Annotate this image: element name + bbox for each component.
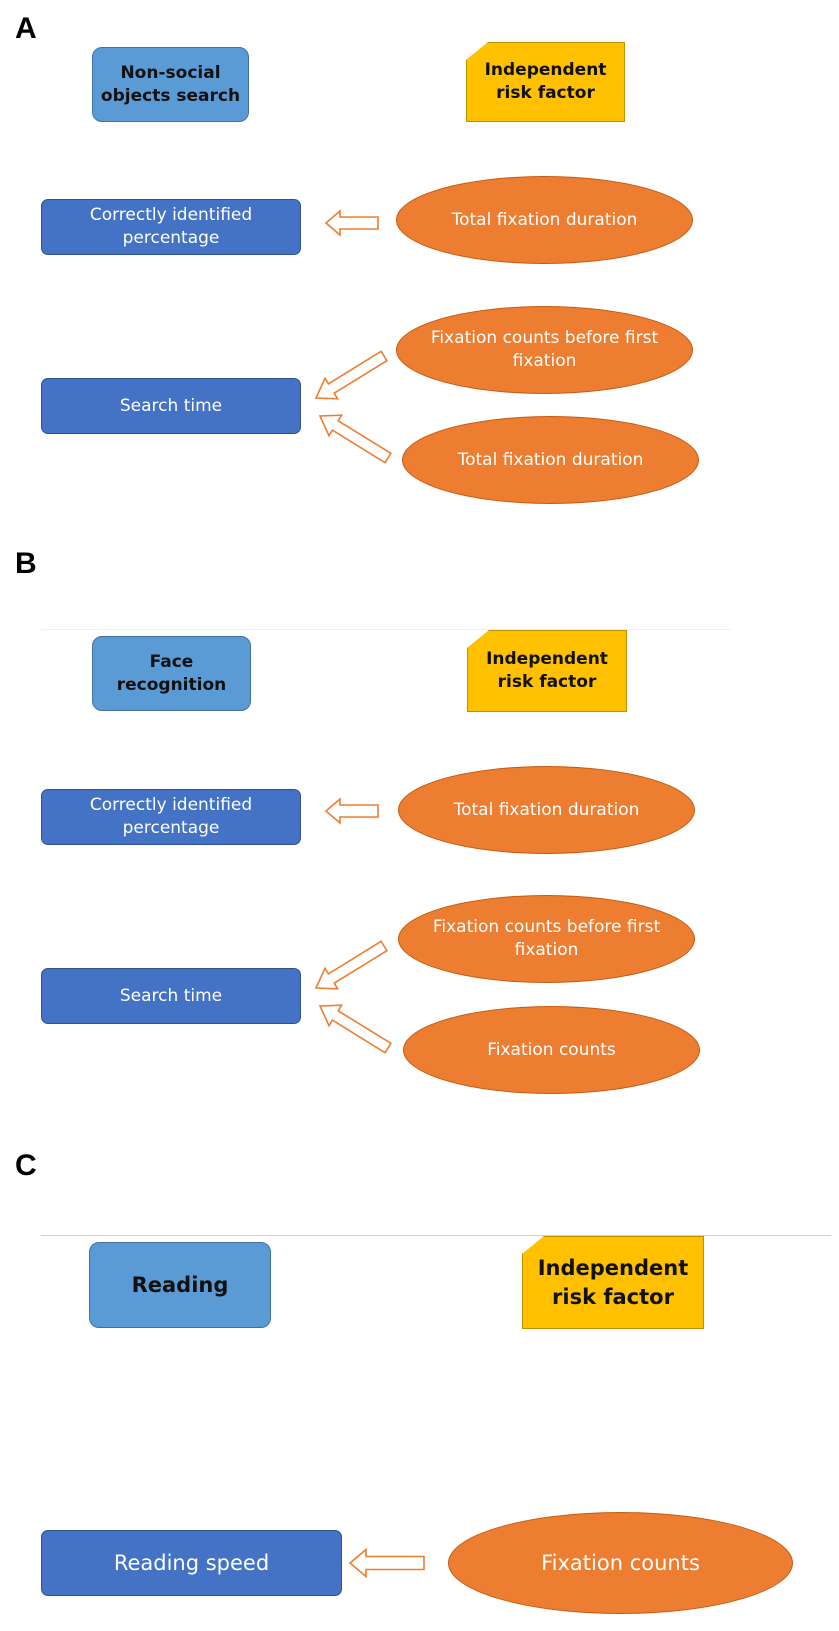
panel-b-arrow-fixations-to-search [318,1004,393,1054]
panel-b-divider [41,629,731,630]
panel-a-label: A [15,12,37,45]
panel-b-arrow-counts-to-search [314,940,389,990]
panel-a-outcome-search-time: Search time [41,378,301,434]
panel-c-arrow-fixations-to-speed [348,1547,425,1579]
panel-c-label: C [15,1149,37,1182]
panel-b-outcome-search-time: Search time [41,968,301,1024]
panel-a-factor-total-duration: Total fixation duration [396,176,693,264]
panel-b-outcome-correct: Correctly identified percentage [41,789,301,845]
panel-c-divider [41,1235,831,1236]
panel-a-task-box: Non-social objects search [92,47,249,122]
panel-a-risk-label: Independent risk factor [466,42,625,122]
panel-b-arrow-duration-to-correct [324,797,379,825]
panel-b-label: B [15,547,37,580]
panel-a-factor-total-duration-2: Total fixation duration [402,416,699,504]
panel-a-arrow-counts-to-search [314,350,389,400]
panel-b-factor-counts-before-first: Fixation counts before first fixation [398,895,695,983]
panel-b-task-box: Face recognition [92,636,251,711]
panel-c-outcome-reading-speed: Reading speed [41,1530,342,1596]
panel-a-arrow-duration-to-correct [324,209,379,237]
panel-b-risk-label: Independent risk factor [467,630,627,712]
panel-b-factor-total-duration: Total fixation duration [398,766,695,854]
panel-a-arrow-duration-to-search [318,414,393,464]
panel-c-task-box: Reading [89,1242,271,1328]
panel-a-outcome-correct: Correctly identified percentage [41,199,301,255]
panel-c-risk-label: Independent risk factor [522,1236,704,1329]
panel-a-factor-counts-before-first: Fixation counts before first fixation [396,306,693,394]
panel-b-factor-fixation-counts: Fixation counts [403,1006,700,1094]
panel-c-factor-fixation-counts: Fixation counts [448,1512,793,1614]
